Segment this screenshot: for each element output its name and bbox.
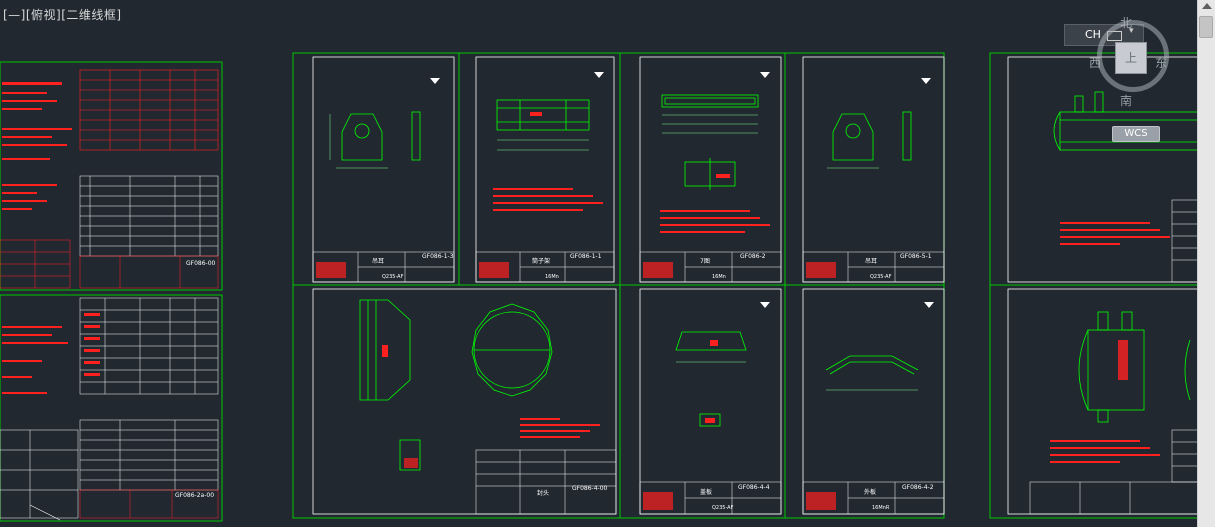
- sheet-1-material: Q235-AF: [382, 274, 404, 280]
- sheet-3-code: GF086-2: [740, 253, 766, 260]
- sheet-outer-7: [825, 355, 919, 391]
- sheet-7-title: 外板: [864, 488, 876, 496]
- sheet-5-code: GF086-4-00: [572, 485, 608, 492]
- sheet-4-material: Q235-AF: [870, 274, 892, 280]
- viewcube-south[interactable]: 南: [1120, 94, 1133, 108]
- part-sheets-grid: 吊耳 GF086-1-3 Q235-AF 筒子架 GF086-1-1 16Mn: [292, 52, 945, 519]
- sheet-cover-6: [675, 331, 747, 427]
- viewcube-north[interactable]: 北: [1120, 16, 1133, 30]
- left-sheet-code-top: GF086-00: [186, 260, 216, 267]
- sheet-5-title: 封头: [537, 489, 549, 497]
- sheet-1-title: 吊耳: [372, 258, 384, 265]
- viewport-controls-label[interactable]: [—][俯视][二维线框]: [3, 8, 122, 22]
- sheet-4-title: 吊耳: [865, 258, 877, 265]
- sheet-6-title: 盖板: [700, 488, 712, 496]
- left-assembly-sheet: GF086-00 GF: [0, 61, 223, 522]
- sheet-2-title: 筒子架: [532, 257, 550, 265]
- sheet-shaft-3: [661, 94, 759, 190]
- viewcube-west[interactable]: 西: [1089, 56, 1102, 70]
- sheet-7-code: GF086-4-2: [902, 484, 934, 491]
- sheet-2-material: 16Mn: [545, 274, 559, 280]
- vertical-scrollbar[interactable]: [1197, 0, 1215, 527]
- wcs-menu-button[interactable]: WCS: [1112, 126, 1160, 142]
- compass-ring[interactable]: [1097, 20, 1169, 92]
- sheet-lug-1: [329, 111, 421, 169]
- sheet-3-title: 7图: [700, 258, 710, 265]
- sheet-cylinder-2: [496, 99, 590, 151]
- left-sheet-code-bottom: GF086-2a-00: [175, 492, 214, 499]
- scroll-up-arrow-icon[interactable]: [1202, 3, 1212, 9]
- sheet-4-code: GF086-5-1: [900, 253, 932, 260]
- sheet-3-material: 16Mn: [712, 274, 726, 280]
- scroll-thumb[interactable]: [1199, 16, 1213, 38]
- sheet-lug-4: [827, 111, 912, 169]
- sheet-head-5: [359, 299, 553, 471]
- ime-language-label[interactable]: CH: [1085, 28, 1101, 41]
- sheet-6-code: GF086-4-4: [738, 484, 770, 491]
- sheet-2-code: GF086-1-1: [570, 253, 602, 260]
- sheet-1-code: GF086-1-3: [422, 253, 454, 260]
- viewcube-east[interactable]: 东: [1155, 56, 1168, 70]
- viewcube-top-face[interactable]: 上: [1115, 42, 1147, 74]
- viewcube[interactable]: 北 西 东 南 上: [1087, 14, 1171, 120]
- sheet-7-material: 16MnR: [872, 505, 890, 511]
- sheet-6-material: Q235-AF: [712, 505, 734, 511]
- right-assembly-sheet: [989, 52, 1198, 519]
